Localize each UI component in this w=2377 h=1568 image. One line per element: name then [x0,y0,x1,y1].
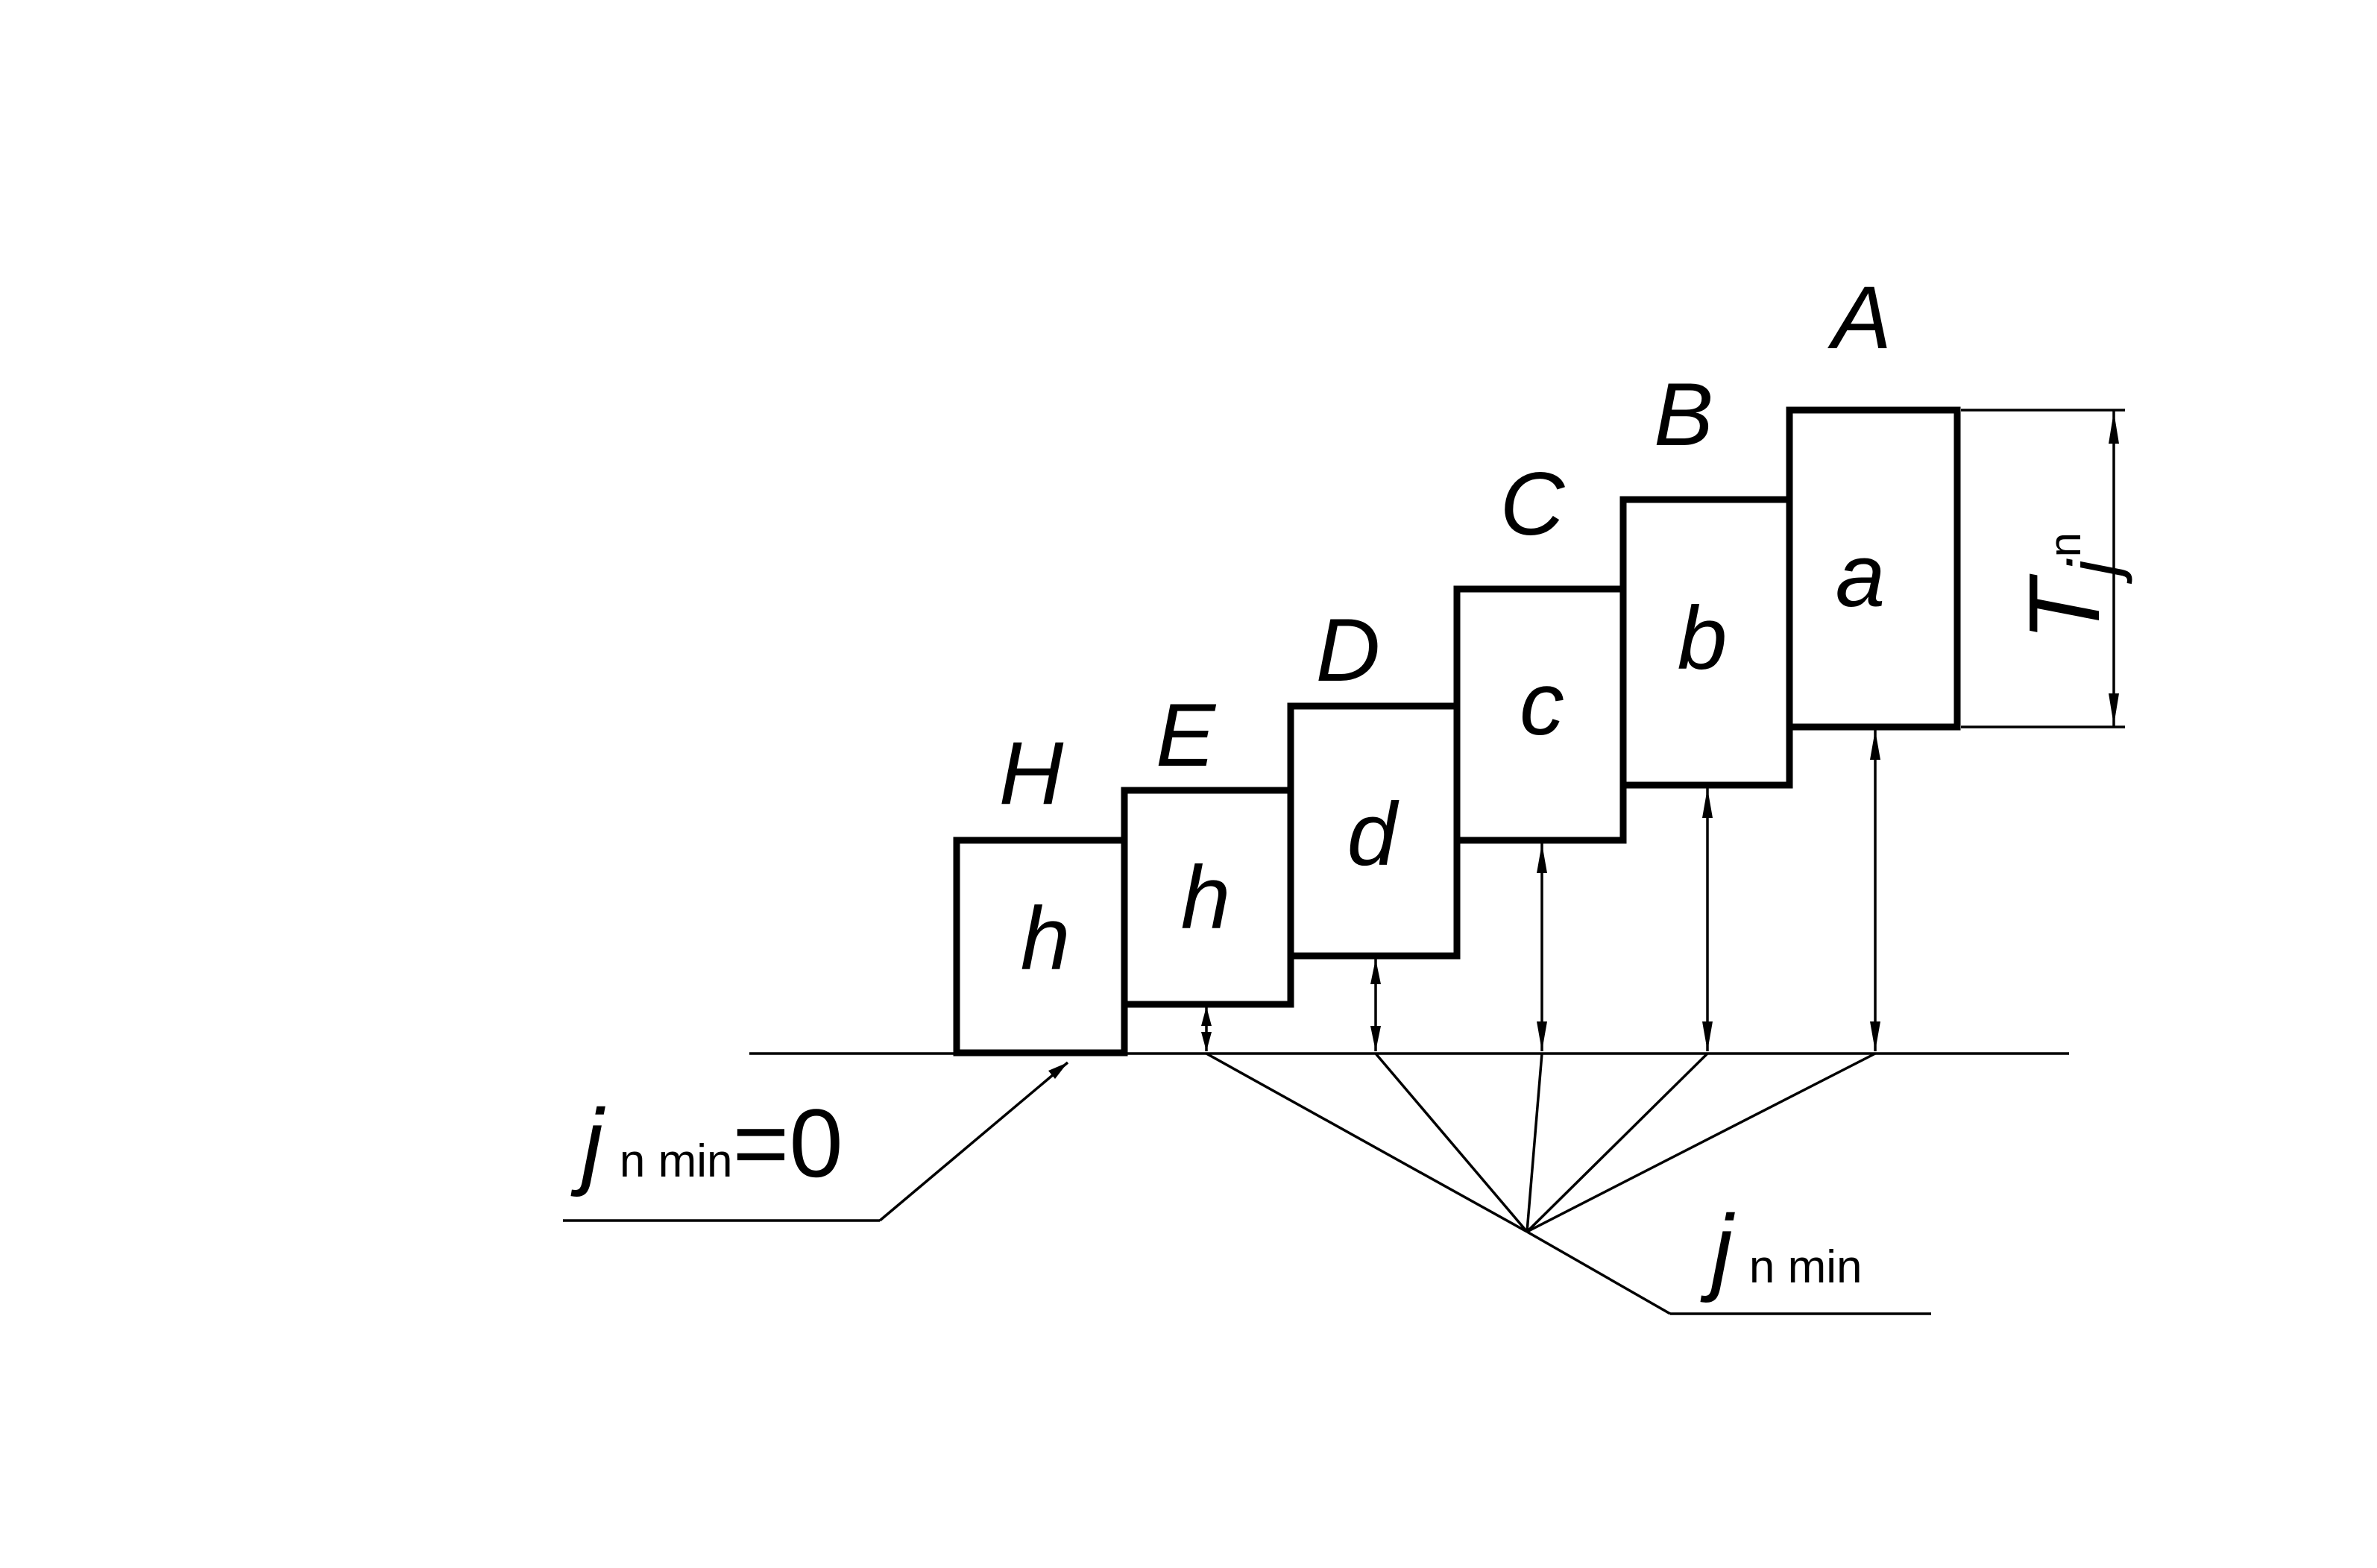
zone-inner-label-B: b [1678,588,1728,688]
zero-label-suffix: =0 [733,1089,843,1197]
zone-upper-labels: H E D C B A [999,268,1892,823]
zero-label-sub: n min [620,1136,733,1187]
arrowhead-tol-bottom [2109,693,2119,725]
arrowhead-A-bottom [1870,1021,1880,1051]
min-clearance-leader: j n min [1206,1052,1931,1315]
zero-clearance-leader: j n min=0 [563,1061,1069,1222]
zone-label-D: D [1316,600,1381,700]
arrowhead-C-top [1537,843,1547,873]
tolerance-label-sub-n: n [2040,532,2090,557]
tolerance-label-main: T [2008,573,2121,641]
zone-label-B: B [1654,365,1713,465]
zone-label-H: H [999,723,1064,823]
zone-label-C: C [1500,454,1566,554]
arrowhead-C-bottom [1537,1021,1547,1051]
zone-inner-label-A: a [1836,526,1886,626]
arrowhead-B-top [1702,788,1713,818]
arrowhead-tol-top [2109,412,2119,444]
fan-line-A [1526,1052,1876,1233]
zone-lower-labels: h h d c b a [1021,526,1886,989]
arrowhead-B-bottom [1702,1021,1713,1051]
arrowhead-E-bottom [1201,1032,1212,1051]
zone-label-A: A [1827,268,1892,368]
fan-line-E [1206,1052,1528,1233]
zone-inner-label-E: h [1181,848,1231,948]
fan-line-D [1374,1052,1528,1233]
tolerance-dimension: Tjn [1961,409,2133,728]
zone-label-E: E [1156,685,1217,785]
zone-inner-label-C: c [1520,654,1564,754]
zone-inner-label-H: h [1021,889,1071,989]
zero-leader-arrowhead [1048,1062,1068,1079]
min-leader-diagonal [1526,1230,1671,1315]
arrowhead-E-top [1201,1007,1212,1026]
arrowhead-D-bottom [1370,1026,1381,1051]
tolerance-zones [953,406,1961,1057]
min-clearance-label: j n min [1700,1194,1863,1303]
zero-label-j: j [570,1089,605,1197]
arrowhead-A-top [1870,730,1880,760]
min-label-j: j [1700,1194,1735,1303]
min-label-sub: n min [1749,1241,1863,1293]
fan-line-C [1526,1053,1543,1232]
arrowhead-D-top [1370,959,1381,984]
fan-line-B [1526,1052,1709,1233]
zone-inner-label-D: d [1347,784,1400,884]
zero-leader-diagonal [878,1061,1069,1222]
zone-box-A [1786,406,1961,731]
zero-clearance-label: j n min=0 [570,1089,843,1197]
clearance-dimensions [1201,730,1880,1051]
tolerance-label: Tjn [2008,532,2133,641]
svg-text:Tjn: Tjn [2008,532,2133,641]
